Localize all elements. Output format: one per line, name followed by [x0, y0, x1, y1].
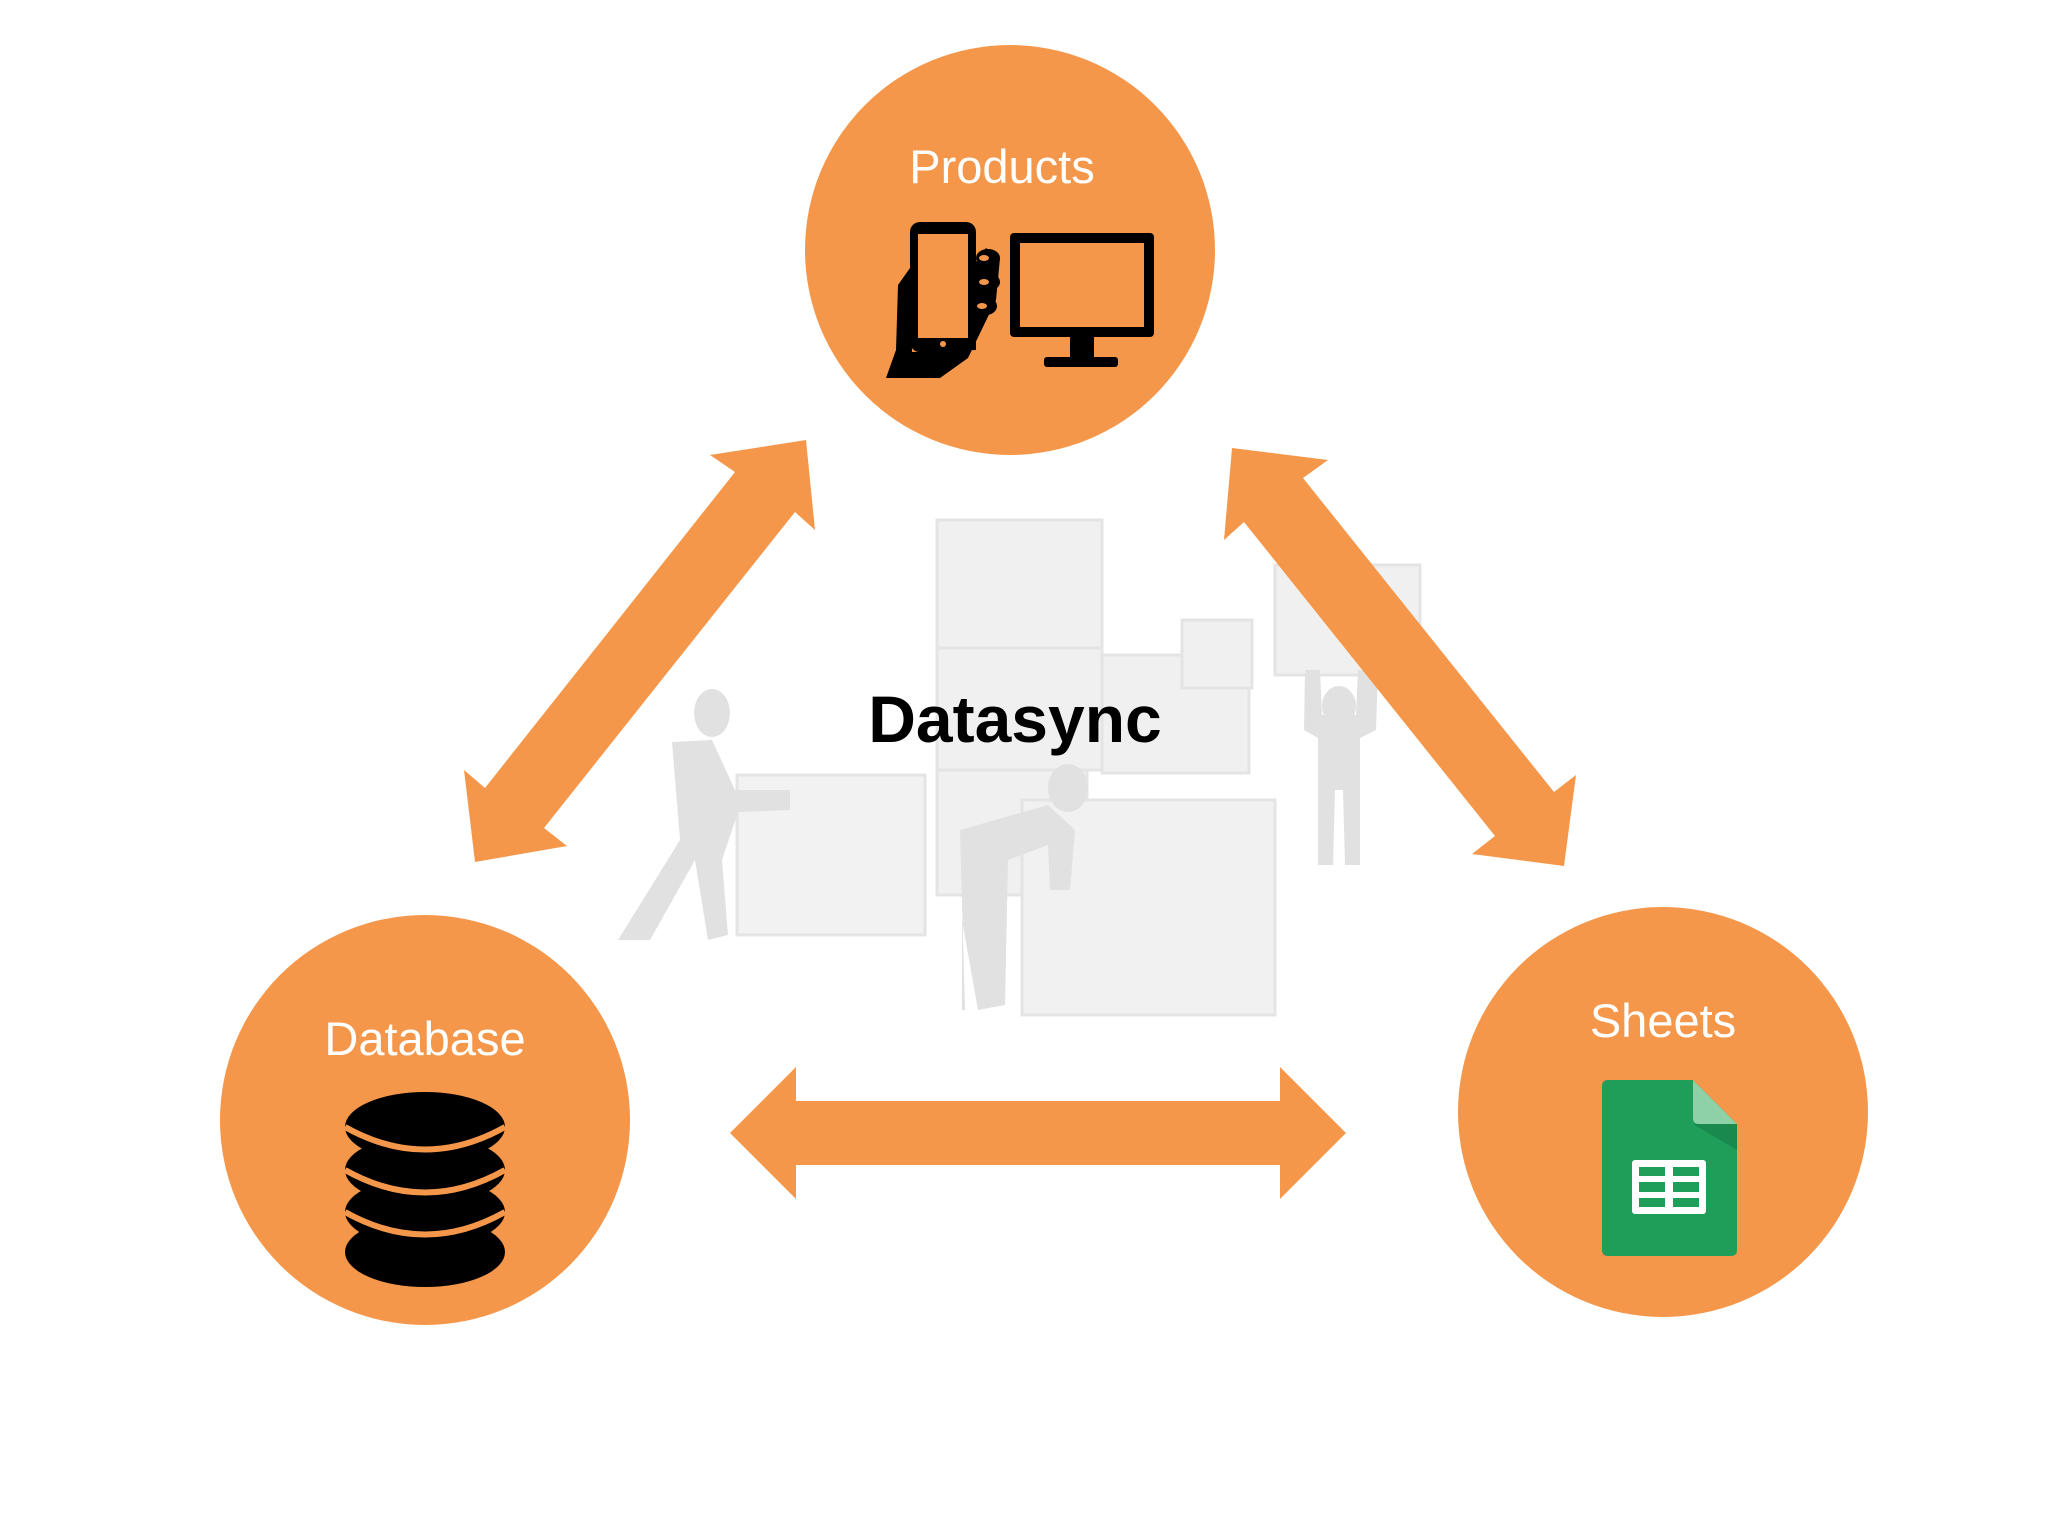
arrow-products-sheets — [1224, 448, 1576, 866]
diagram-title: Datasync — [868, 682, 1162, 756]
node-products-label: Products — [909, 140, 1094, 193]
database-icon — [343, 1092, 507, 1287]
node-sheets-label: Sheets — [1590, 994, 1736, 1047]
person-lifting-figure — [1304, 670, 1378, 865]
person-pushing-figure — [618, 689, 790, 940]
node-database-label: Database — [324, 1012, 525, 1065]
spreadsheet-icon — [1602, 1080, 1737, 1256]
background-illustration — [618, 518, 1422, 1017]
node-products: Products — [805, 45, 1215, 455]
devices-icon — [886, 222, 1154, 378]
arrow-products-database — [464, 440, 815, 862]
node-sheets: Sheets — [1458, 907, 1868, 1317]
arrow-database-sheets — [730, 1067, 1346, 1199]
node-database: Database — [220, 915, 630, 1325]
person-bending-figure — [960, 764, 1088, 1010]
sync-arrows — [464, 440, 1576, 1199]
